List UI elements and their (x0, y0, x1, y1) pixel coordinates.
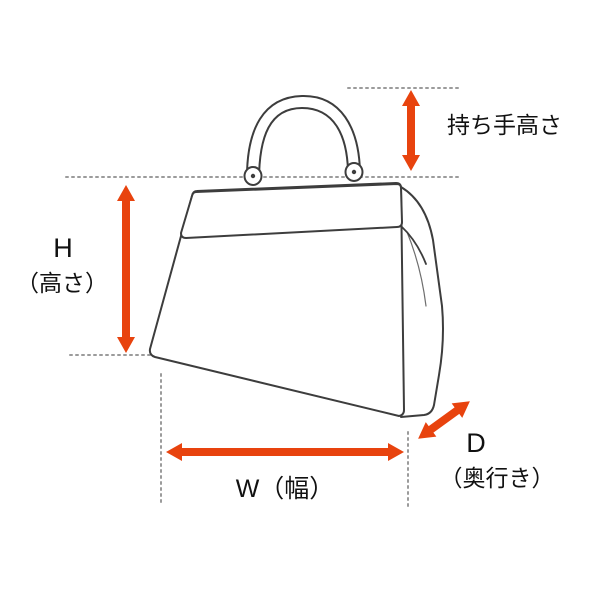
handle-height-label: 持ち手高さ (447, 112, 562, 138)
bag-side-gusset (400, 186, 444, 418)
guide-lines (65, 87, 463, 507)
bag-flap-side-edge (400, 225, 427, 265)
handbag-drawing (148, 94, 444, 418)
bag-handle (245, 94, 361, 183)
bag-flap (180, 183, 403, 239)
height-unit-label: （高さ） (16, 270, 108, 296)
width-arrow (166, 443, 404, 461)
dimension-arrows (117, 90, 470, 461)
handle-knob-right-dot (351, 169, 357, 175)
bag-handle-attachments (243, 162, 364, 186)
bag-gusset-curve (406, 231, 427, 307)
depth-arrow (418, 401, 470, 439)
depth-unit-label: （奥行き） (440, 465, 555, 491)
dimension-labels: 持ち手高さ H （高さ） W（幅） D （奥行き） (16, 112, 562, 503)
depth-letter-label: D (466, 428, 486, 458)
height-letter-label: H (53, 233, 73, 263)
height-arrow (117, 185, 135, 353)
width-label: W（幅） (236, 475, 335, 503)
handle-height-arrow (402, 90, 420, 171)
handle-knob-left-dot (250, 173, 256, 179)
